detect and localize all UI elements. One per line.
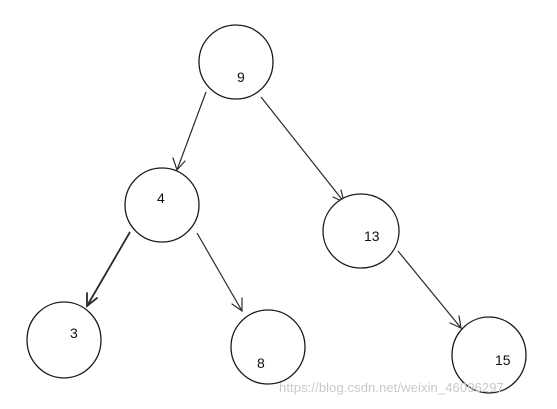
node-circle bbox=[198, 24, 274, 100]
nodes: 9 4 13 3 8 15 bbox=[26, 24, 527, 394]
node-circle bbox=[451, 316, 527, 394]
watermark-text: https://blog.csdn.net/weixin_46096297 bbox=[279, 380, 504, 395]
node-circle bbox=[230, 309, 306, 385]
tree-node-9: 9 bbox=[198, 24, 274, 100]
tree-node-13: 13 bbox=[322, 193, 400, 269]
node-label: 9 bbox=[237, 69, 245, 85]
edge-13-to-15 bbox=[397, 250, 462, 330]
edge-4-to-8 bbox=[196, 232, 243, 313]
edge-4-to-3 bbox=[86, 231, 131, 308]
edge-9-to-4 bbox=[172, 91, 207, 172]
node-label: 15 bbox=[495, 352, 511, 368]
node-label: 8 bbox=[257, 355, 265, 371]
node-circle bbox=[124, 167, 200, 243]
node-label: 4 bbox=[157, 190, 165, 206]
tree-node-4: 4 bbox=[124, 167, 200, 243]
tree-node-8: 8 bbox=[230, 309, 306, 385]
node-label: 13 bbox=[364, 228, 380, 244]
node-circle bbox=[26, 301, 102, 379]
tree-node-3: 3 bbox=[26, 301, 102, 379]
edge-9-to-13 bbox=[260, 96, 345, 204]
tree-node-15: 15 bbox=[451, 316, 527, 394]
node-circle bbox=[322, 193, 400, 269]
edges bbox=[86, 91, 462, 330]
node-label: 3 bbox=[70, 325, 78, 341]
